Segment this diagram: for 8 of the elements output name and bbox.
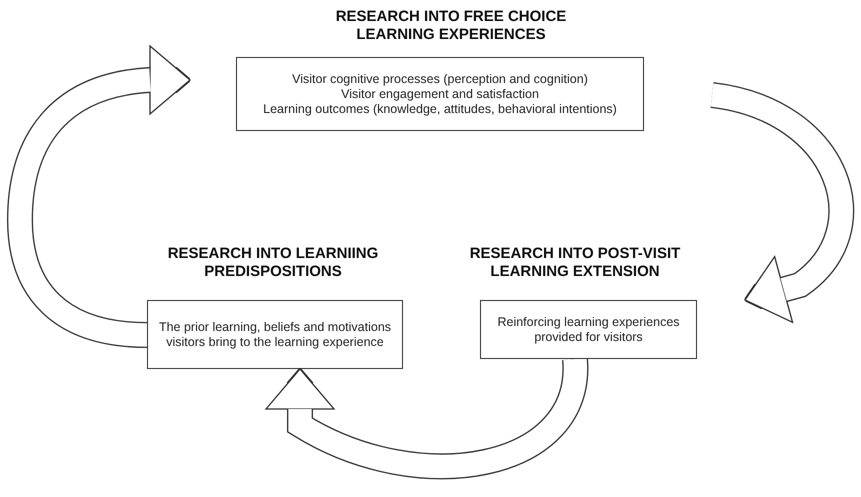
description-text: Visitor engagement and satisfaction [340, 86, 540, 102]
description-text: Reinforcing learning experiences provided for visitors [496, 314, 681, 344]
section-heading: RESEARCH INTO FREE CHOICE LEARNING EXPERIENCES [334, 8, 568, 44]
description-text: Visitor cognitive processes (perception and cognition) [291, 72, 589, 86]
description-text: The prior learning, beliefs and motivations visitors bring to the learning experience [158, 320, 392, 350]
section-heading: RESEARCH INTO LEARNIING PREDISPOSITIONS [166, 245, 380, 281]
section-heading: RESEARCH INTO POST-VISIT LEARNING EXTENSION [468, 245, 682, 281]
description-text: Learning outcomes (knowledge, attitudes, behavioral intentions) [262, 102, 618, 116]
